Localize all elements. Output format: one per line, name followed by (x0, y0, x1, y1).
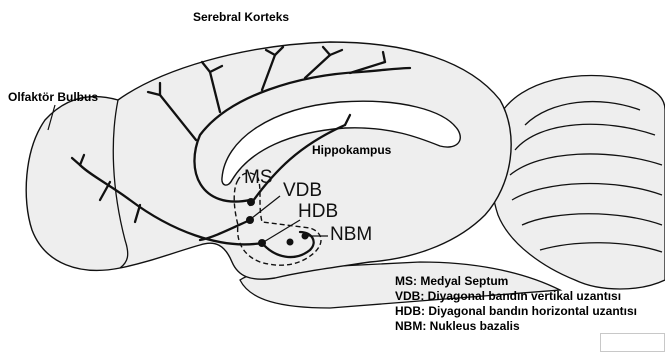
legend-item-vdb: VDB: Diyagonal bandın vertikal uzantısı (395, 289, 637, 304)
cerebrum-outline (26, 42, 511, 279)
legend-item-nbm: NBM: Nukleus bazalis (395, 319, 637, 334)
cerebellum (491, 75, 665, 289)
ms-label: MS (244, 167, 273, 189)
legend-item-hdb: HDB: Diyagonal bandın horizontal uzantıs… (395, 304, 637, 319)
ms-dot (247, 198, 255, 206)
vdb-label: VDB (283, 180, 322, 202)
legend-item-ms: MS: Medyal Septum (395, 274, 637, 289)
hdb-label: HDB (298, 201, 338, 223)
nbm-label: NBM (330, 224, 372, 246)
corner-box (600, 333, 665, 352)
cortex-label: Serebral Korteks (193, 10, 289, 24)
hippocampus-label: Hippokampus (312, 143, 391, 157)
olfactory-bulb-label: Olfaktör Bulbus (8, 90, 98, 104)
legend: MS: Medyal Septum VDB: Diyagonal bandın … (395, 274, 637, 334)
nbm-dot-1 (287, 239, 294, 246)
